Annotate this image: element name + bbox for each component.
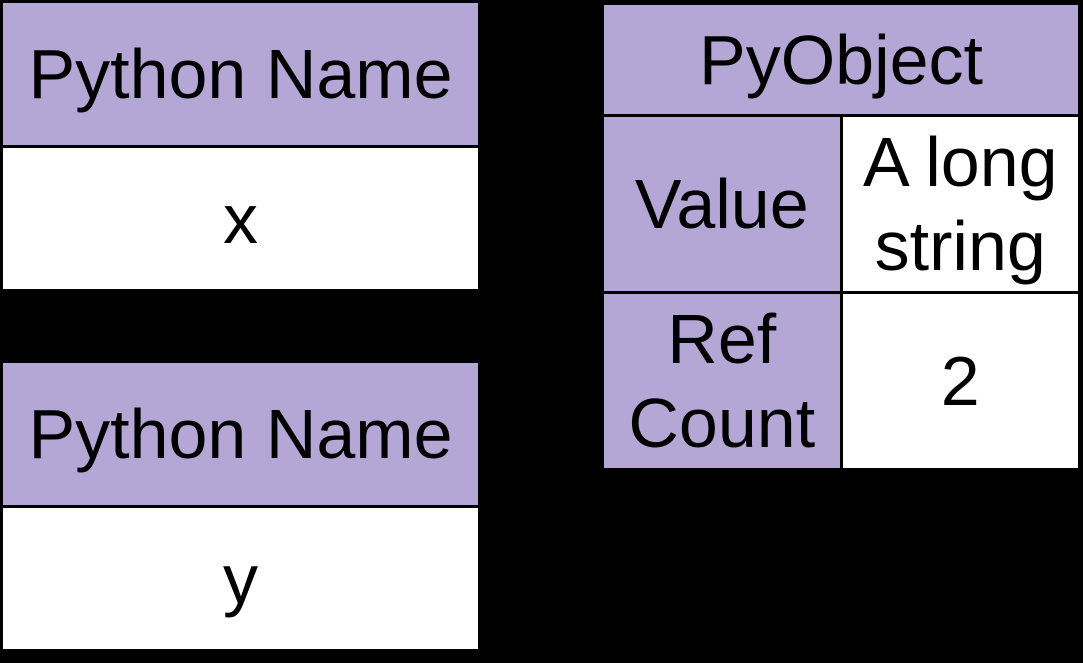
pyobject-value-label: Value (601, 114, 843, 294)
pyobject-refcount-label: Ref Count (601, 291, 843, 471)
python-name-table-y: Python Name y (0, 360, 481, 652)
pyobject-title: PyObject (601, 2, 1081, 117)
pyobject-value: A long string (839, 114, 1081, 294)
python-name-value-y: y (0, 505, 481, 652)
pyobject-table: PyObject Value A long string Ref Count 2 (601, 2, 1081, 471)
pyobject-refcount-value: 2 (839, 291, 1081, 471)
python-name-table-x: Python Name x (0, 0, 481, 292)
python-name-header: Python Name (0, 0, 481, 148)
table-row: Ref Count 2 (601, 291, 1081, 471)
python-name-header: Python Name (0, 360, 481, 508)
python-name-value-x: x (0, 145, 481, 292)
table-row: Value A long string (601, 114, 1081, 294)
